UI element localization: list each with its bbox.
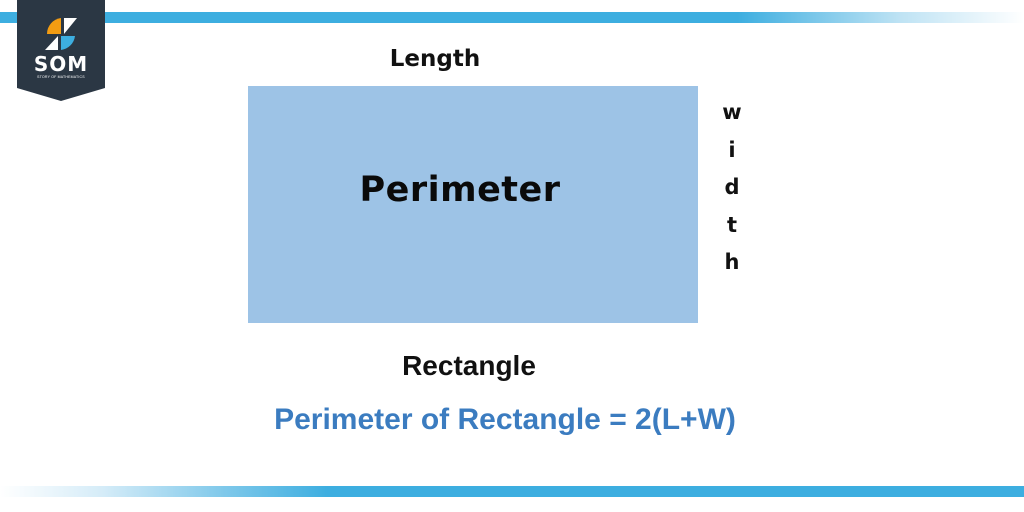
- width-letter: t: [726, 212, 738, 237]
- logo-subtitle: STORY OF MATHEMATICS: [37, 75, 85, 79]
- top-accent-bar: [0, 12, 1024, 23]
- width-letter: w: [722, 100, 742, 124]
- width-letter: d: [724, 175, 740, 199]
- badge-shape-icon: [17, 0, 105, 101]
- logo-text: SOM: [33, 52, 89, 76]
- shape-name-label: Rectangle: [402, 350, 536, 381]
- perimeter-label: Perimeter: [359, 170, 561, 210]
- width-label-vertical: w i d t h: [720, 98, 744, 286]
- length-label: Length: [389, 46, 481, 72]
- width-letter: h: [724, 250, 740, 274]
- width-letter: i: [728, 137, 736, 162]
- rectangle-shape: Perimeter: [248, 86, 698, 323]
- bottom-accent-bar: [0, 486, 1024, 497]
- perimeter-formula: Perimeter of Rectangle = 2(L+W): [274, 403, 736, 436]
- som-logo-badge: SOM STORY OF MATHEMATICS: [17, 0, 105, 101]
